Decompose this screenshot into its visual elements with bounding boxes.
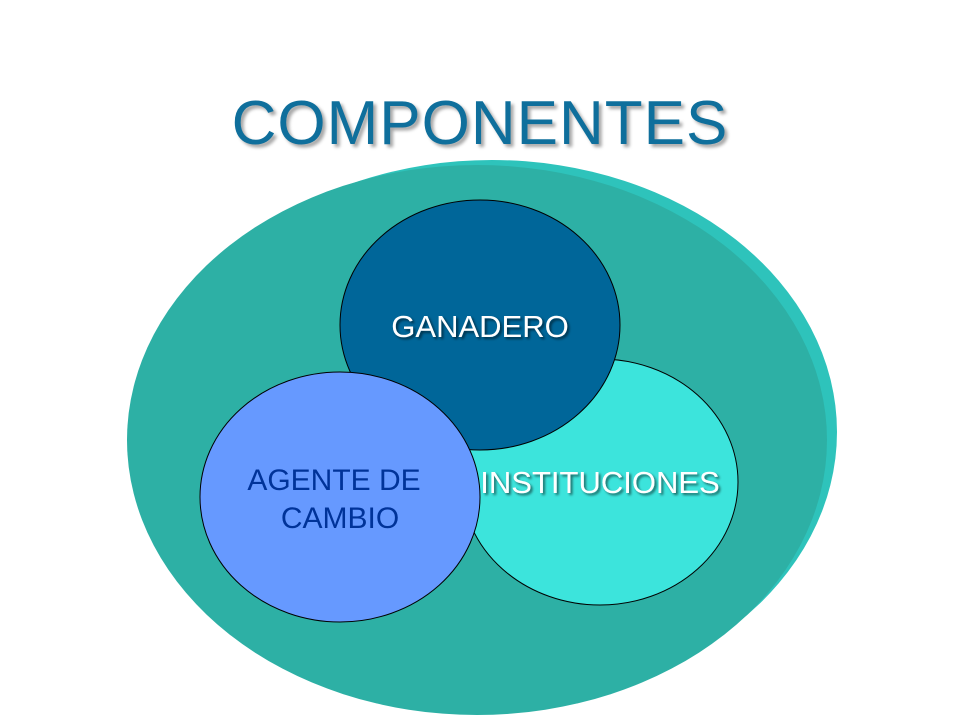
page-title: COMPONENTES: [231, 89, 729, 158]
label-instituciones: INSTITUCIONES: [480, 465, 719, 500]
circle-ganadero: [339, 199, 621, 451]
label-agente-de-cambio-line2: CAMBIO: [281, 502, 399, 535]
circle-agente-de-cambio: [199, 371, 481, 623]
label-ganadero: GANADERO: [391, 309, 568, 344]
label-agente-de-cambio-line1: AGENTE DE: [247, 464, 420, 497]
